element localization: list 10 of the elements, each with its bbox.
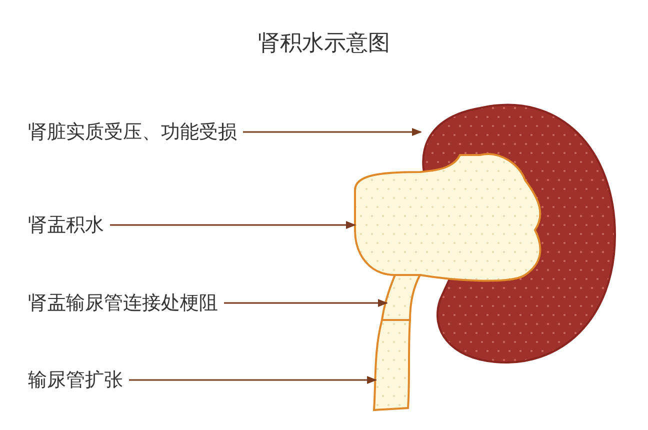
callout-label: 肾盂积水 (28, 213, 104, 237)
arrow (110, 221, 356, 229)
callout-label: 输尿管扩张 (28, 368, 123, 392)
diagram-title: 肾积水示意图 (257, 30, 391, 58)
renal-pelvis-drawing (354, 153, 542, 282)
callout-label: 肾脏实质受压、功能受损 (28, 120, 237, 144)
callout-label: 肾盂输尿管连接处梗阻 (28, 291, 218, 315)
arrow (129, 376, 377, 384)
arrow (243, 128, 422, 136)
arrow (224, 299, 388, 307)
